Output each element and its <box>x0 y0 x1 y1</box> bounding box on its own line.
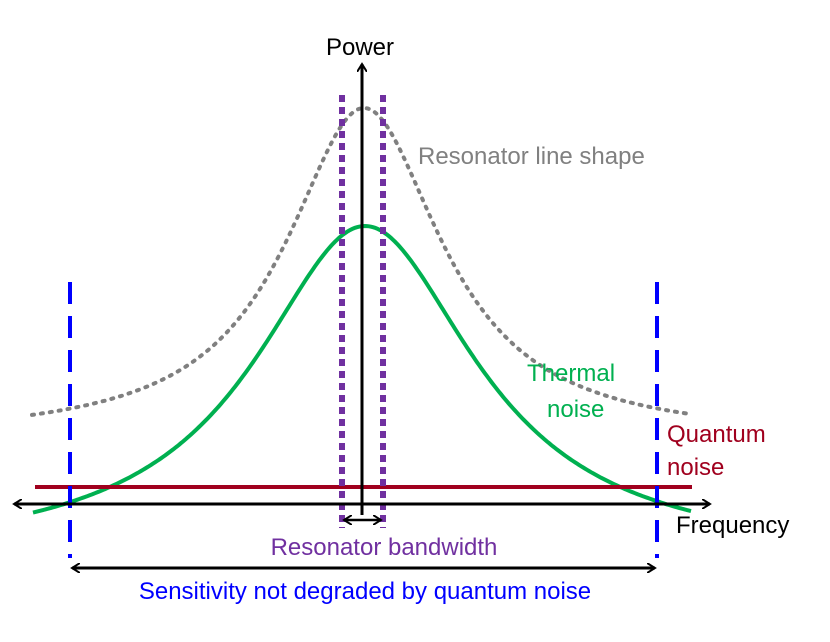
frequency-axis-label: Frequency <box>676 512 790 539</box>
quantum-noise-label-line1: Quantum <box>667 421 766 448</box>
sensitivity-label: Sensitivity not degraded by quantum nois… <box>138 578 592 605</box>
power-axis-label: Power <box>325 34 395 61</box>
quantum-noise-label-line2: noise <box>667 454 725 481</box>
thermal-noise-label-line1: Thermal <box>527 360 616 387</box>
thermal-noise-label-line2: noise <box>547 396 605 423</box>
resonator-bandwidth-label: Resonator bandwidth <box>270 534 498 561</box>
resonator-line-shape-curve <box>30 105 694 417</box>
resonator-line-shape-label: Resonator line shape <box>418 143 645 170</box>
